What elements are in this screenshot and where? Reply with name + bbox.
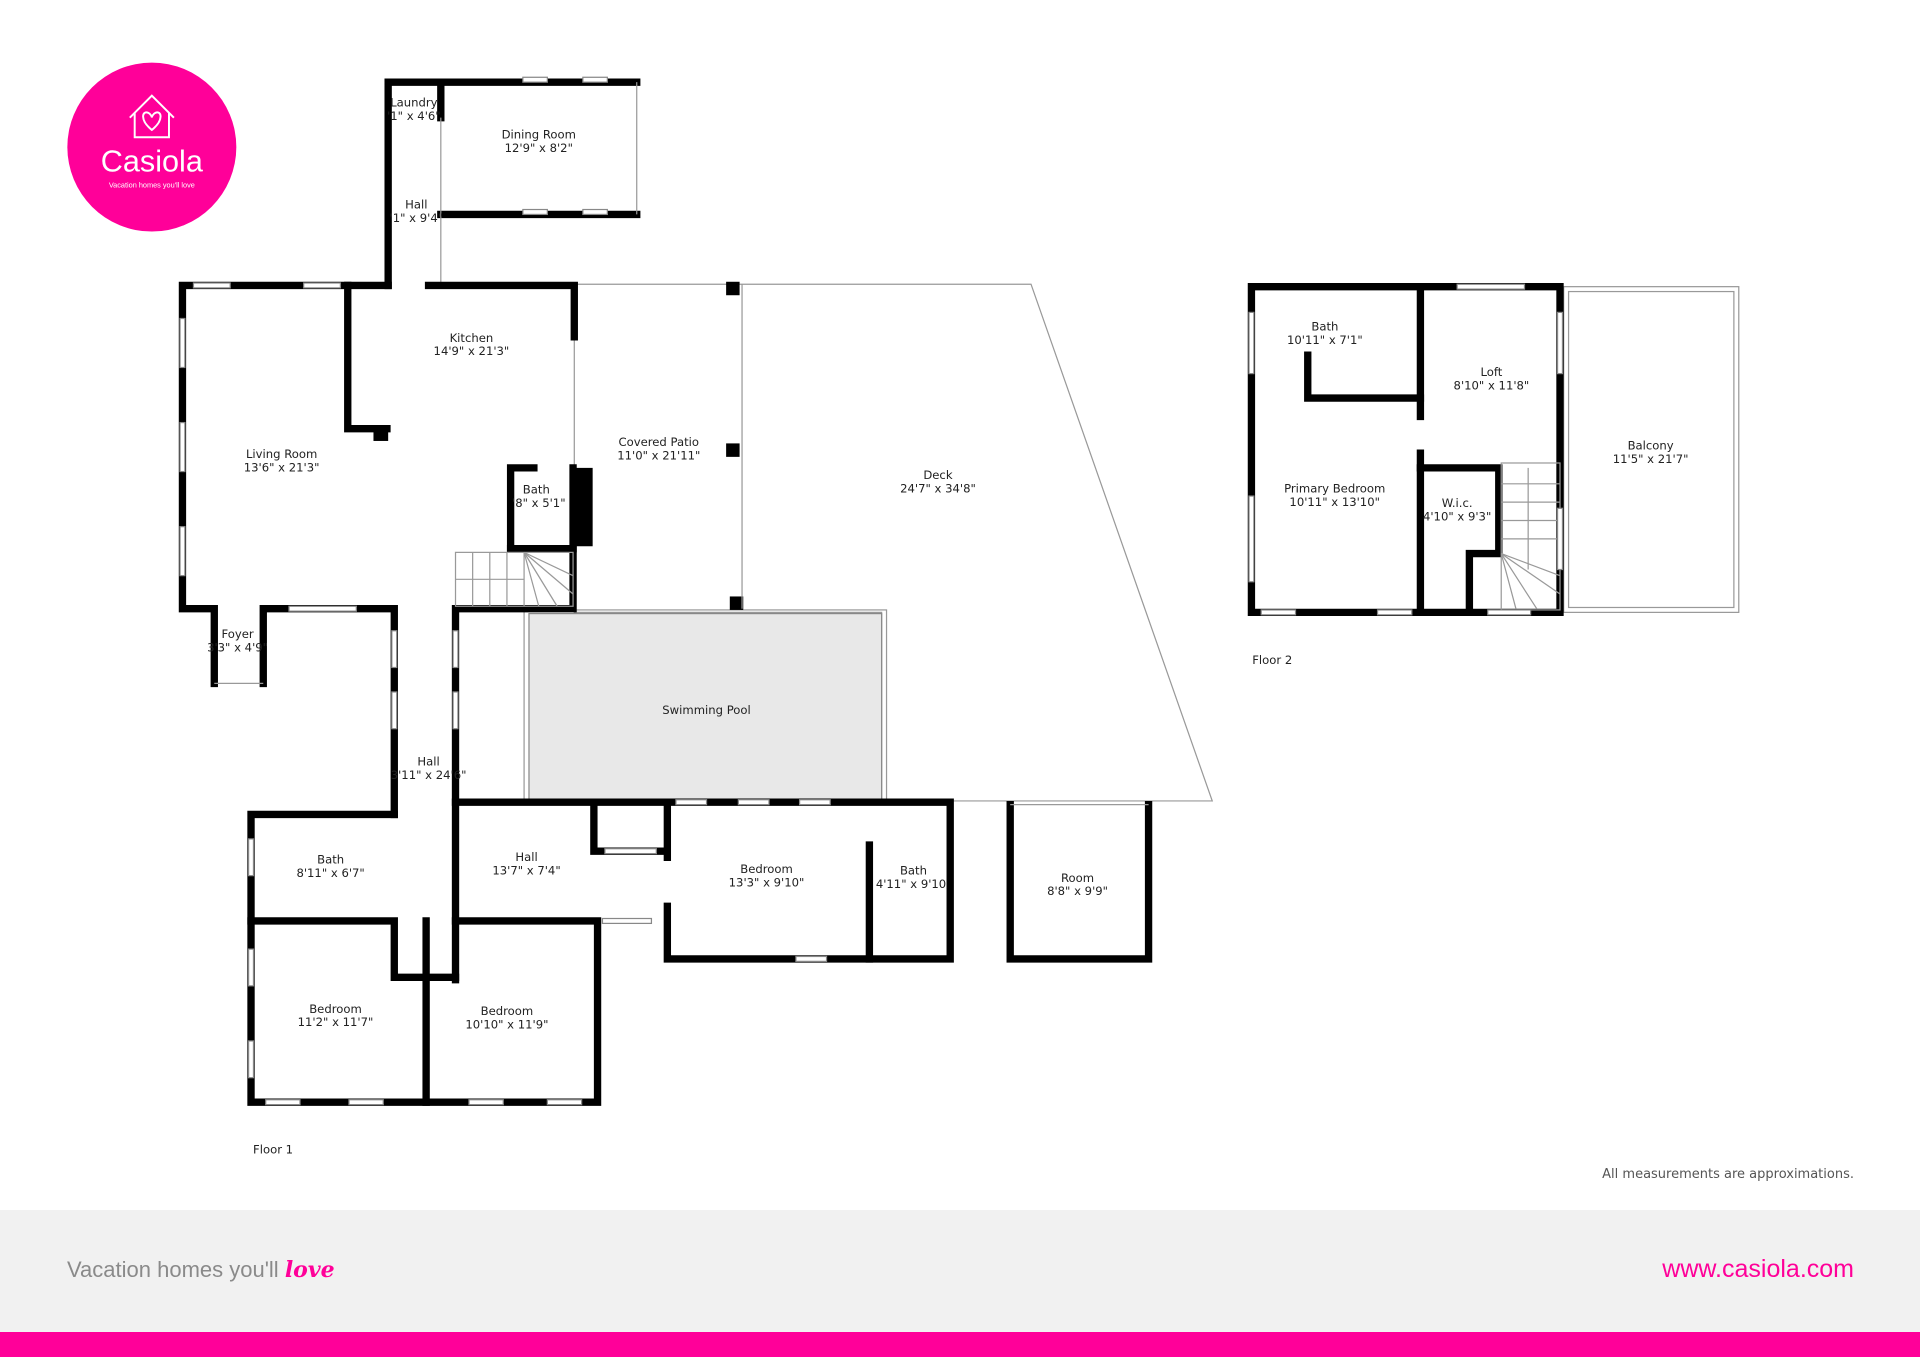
website-link[interactable]: www.casiola.com <box>1662 1255 1854 1283</box>
swimming-pool <box>528 612 883 802</box>
room-size: '1" x 4'6" <box>387 109 441 123</box>
room-name: W.i.c. <box>1442 496 1473 510</box>
room-name: Dining Room <box>502 128 576 142</box>
room-size: 8'8" x 9'9" <box>1047 884 1108 898</box>
room-name: Loft <box>1481 365 1503 379</box>
staircase <box>454 551 574 607</box>
logo-wordmark: Casiola <box>101 145 204 179</box>
room-name: Room <box>1061 871 1094 885</box>
floor-1-label: Floor 1 <box>253 1143 293 1157</box>
room-size: 11'2" x 11'7" <box>298 1015 374 1029</box>
tagline-love: love <box>284 1257 335 1283</box>
room-size: 4'10" x 9'3" <box>1423 510 1491 524</box>
room-name: Bath <box>900 863 927 877</box>
floor-1-plan <box>178 76 1214 1106</box>
room-size: 14'9" x 21'3" <box>434 344 510 358</box>
room-name: Balcony <box>1628 439 1674 453</box>
footer <box>0 1210 1920 1332</box>
tagline-text: Vacation homes you'll <box>67 1257 285 1282</box>
room-name: Swimming Pool <box>662 703 751 717</box>
room-size: 11'5" x 21'7" <box>1613 452 1689 466</box>
room-size: 10'11" x 13'10" <box>1289 495 1380 509</box>
room-size: 3'3" x 4'9" <box>207 641 268 655</box>
room-name: Bedroom <box>481 1004 534 1018</box>
house-heart-icon <box>129 94 175 139</box>
room-size: 13'6" x 21'3" <box>244 461 320 475</box>
room-labels: Laundry '1" x 4'6" Dining Room 12'9" x 8… <box>207 96 1688 1157</box>
room-size: 13'3" x 9'10" <box>729 876 805 890</box>
room-name: Bath <box>1311 320 1338 334</box>
windows <box>179 76 831 1106</box>
room-name: Living Room <box>246 447 317 461</box>
room-name: Hall <box>405 197 427 211</box>
room-size: 10'11" x 7'1" <box>1287 333 1363 347</box>
logo-tagline: Vacation homes you'll love <box>109 180 195 189</box>
room-size: 24'7" x 34'8" <box>900 481 976 495</box>
room-name: Deck <box>923 468 952 482</box>
room-size: '8" x 5'1" <box>512 496 566 510</box>
room-size: '1" x 9'4" <box>390 211 444 225</box>
casiola-logo[interactable]: Casiola Vacation homes you'll love <box>67 62 237 232</box>
room-name: Bath <box>317 852 344 866</box>
room-name: Hall <box>417 754 439 768</box>
floor-2-label: Floor 2 <box>1252 653 1292 667</box>
room-size: 4'11" x 9'10 <box>876 877 946 891</box>
room-name: Hall <box>515 850 537 864</box>
room-name: Laundry <box>390 96 437 110</box>
floor-2-plan <box>1247 282 1740 617</box>
room-size: 12'9" x 8'2" <box>505 141 573 155</box>
room-name: Bath <box>523 483 550 497</box>
room-name: Kitchen <box>450 331 494 345</box>
room-name: Primary Bedroom <box>1284 481 1385 495</box>
measurements-note: All measurements are approximations. <box>1602 1167 1854 1182</box>
staircase-2 <box>1500 462 1561 611</box>
room-name: Foyer <box>221 627 253 641</box>
room-size: 3'11" x 24'6" <box>391 768 467 782</box>
footer-accent-bar <box>0 1332 1920 1357</box>
room-name: Bedroom <box>740 862 793 876</box>
footer-tagline: Vacation homes you'll love <box>67 1257 335 1283</box>
room-size: 13'7" x 7'4" <box>492 863 560 877</box>
room-size: 8'10" x 11'8" <box>1454 379 1530 393</box>
room-name: Bedroom <box>309 1002 362 1016</box>
room-size: 10'10" x 11'9" <box>465 1018 548 1032</box>
room-name: Covered Patio <box>619 435 700 449</box>
room-size: 8'11" x 6'7" <box>296 866 364 880</box>
room-size: 11'0" x 21'11" <box>617 448 700 462</box>
